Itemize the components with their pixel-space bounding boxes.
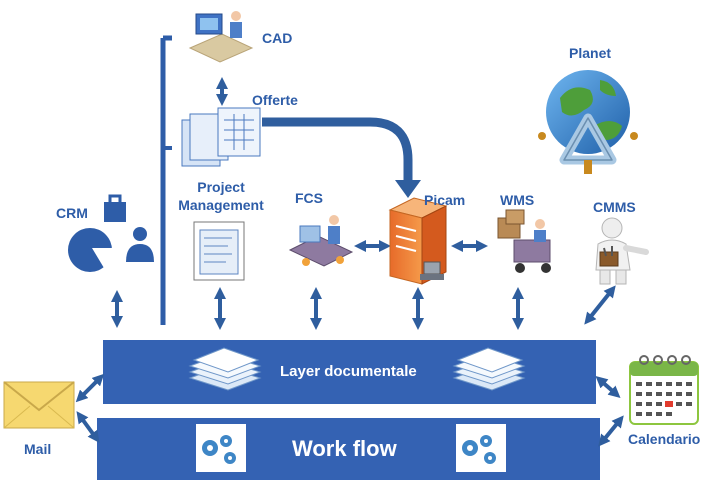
cmms-technician-icon <box>595 217 649 285</box>
mail-layer-arrow <box>75 373 105 403</box>
cmms-label: CMMS <box>593 199 636 215</box>
document-stack-icon <box>188 347 262 391</box>
project-management-label-line2: Management <box>178 197 264 213</box>
planet-label: Planet <box>569 45 612 61</box>
crm-icon <box>68 194 154 272</box>
work-flow-label: Work flow <box>292 436 397 461</box>
work-flow-bar <box>97 418 600 480</box>
cad-label: CAD <box>262 30 293 46</box>
calendario-label: Calendario <box>628 431 701 447</box>
offerte-picam-arrowhead <box>395 180 421 198</box>
calendario-layer-arrow <box>595 376 621 398</box>
offerte-label: Offerte <box>252 92 298 108</box>
gears-icon <box>456 424 506 472</box>
offerte-picam-arrow <box>262 117 413 182</box>
project-management-label-line1: Project <box>197 179 245 195</box>
wms-label: WMS <box>500 192 535 208</box>
picam-label: Picam <box>424 192 466 208</box>
offerte-documents-icon <box>181 107 261 167</box>
mail-label: Mail <box>24 441 52 457</box>
gears-icon <box>196 424 246 472</box>
picam-server-icon <box>388 197 448 285</box>
calendar-icon <box>629 355 699 425</box>
wms-forklift-icon <box>497 209 551 273</box>
calendario-workflow-arrow <box>598 415 624 447</box>
left-bracket-line <box>160 35 172 325</box>
fcs-factory-icon <box>288 215 354 267</box>
cmms-arrow <box>584 285 616 325</box>
mail-workflow-arrow <box>76 411 100 443</box>
cad-workstation-icon <box>188 11 254 63</box>
layer-documentale-label: Layer documentale <box>280 363 417 380</box>
crm-label: CRM <box>56 205 88 221</box>
planet-globe-icon <box>538 70 638 174</box>
project-management-document-icon <box>193 221 245 281</box>
mail-envelope-icon <box>3 381 75 429</box>
project-management-label: Project Management <box>168 178 274 214</box>
document-stack-icon <box>452 347 526 391</box>
fcs-label: FCS <box>295 190 323 206</box>
